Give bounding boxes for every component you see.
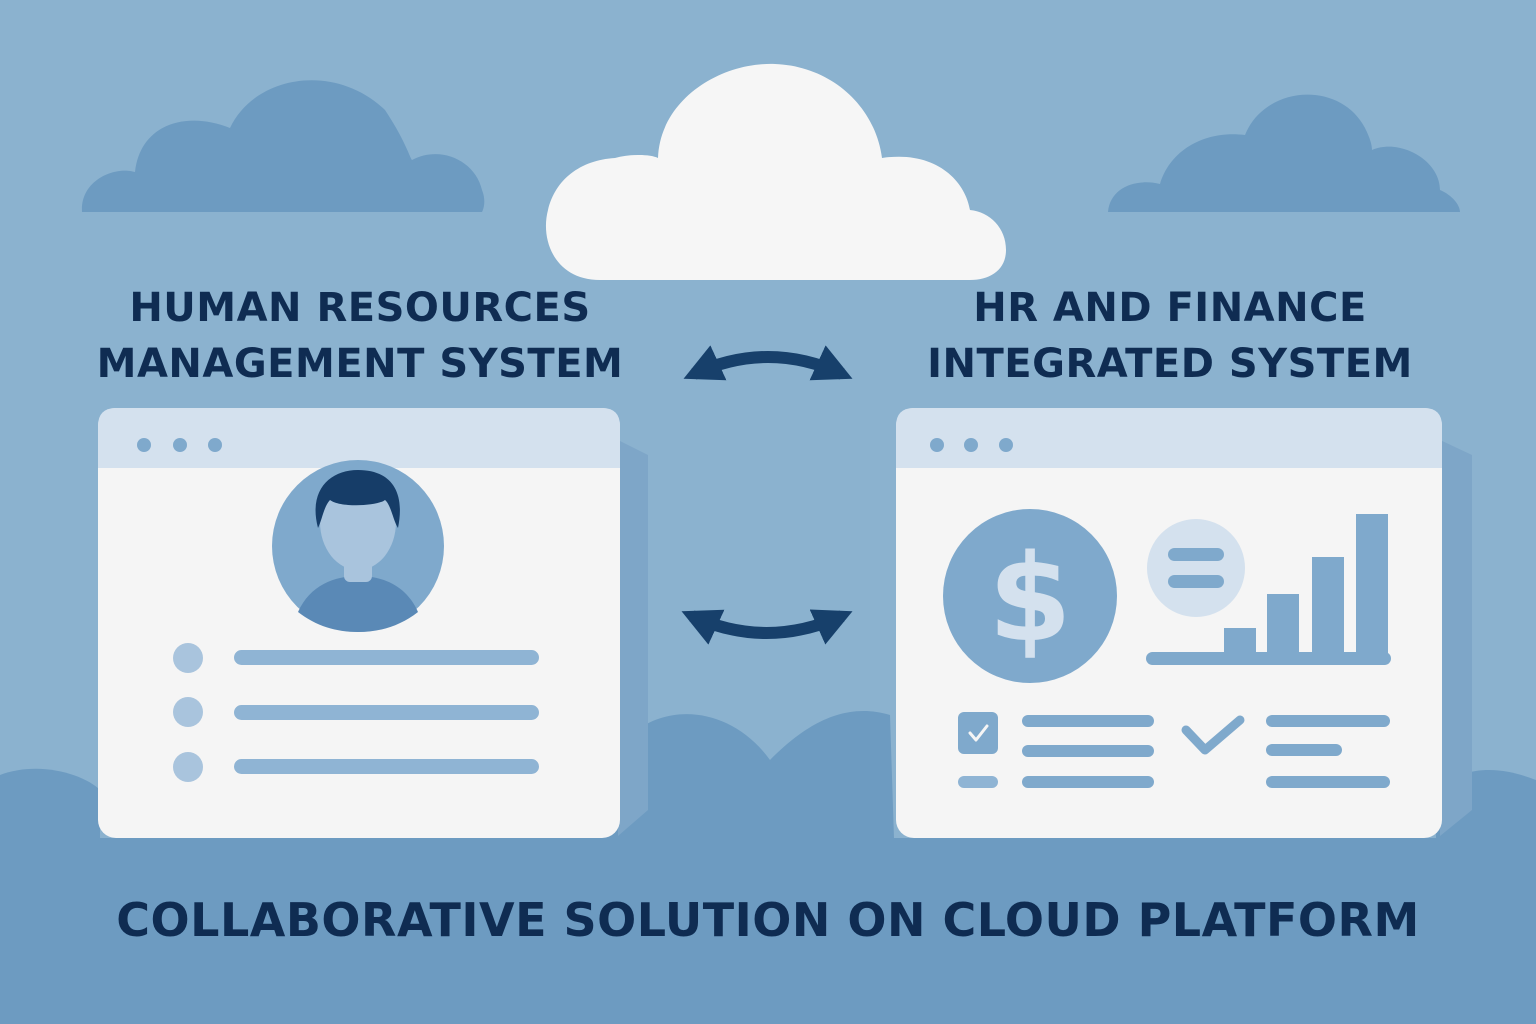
bar-chart-icon [1146,514,1391,665]
window-dot [173,438,187,452]
window-dot [208,438,222,452]
window-dot [137,438,151,452]
list-line [1022,745,1154,757]
title-line: HR AND FINANCE [973,285,1367,331]
window-dot [930,438,944,452]
hr-finance-window: $ [896,408,1472,838]
list-line [958,776,998,788]
user-avatar-icon [272,460,444,632]
hr-system-title: HUMAN RESOURCES MANAGEMENT SYSTEM [60,280,660,392]
window-title-bar [896,408,1442,468]
bidirectional-arrow-icon [681,609,853,645]
window-title-bar [98,408,620,468]
list-line [1266,776,1390,788]
list-line [1022,715,1154,727]
list-line [1266,744,1342,756]
title-line: HUMAN RESOURCES [129,285,591,331]
bidirectional-arrow-icon [683,345,853,381]
background-cloud-right [1108,94,1460,212]
window-dot [964,438,978,452]
background-hills [0,711,1536,1024]
hr-management-window [98,408,648,838]
background-cloud-left [81,80,485,212]
window-dot [999,438,1013,452]
dollar-icon: $ [943,509,1117,683]
footer-tagline: COLLABORATIVE SOLUTION ON CLOUD PLATFORM [116,893,1420,947]
list-line [1266,715,1390,727]
window-shadow [618,440,648,836]
hr-finance-system-title: HR AND FINANCE INTEGRATED SYSTEM [870,280,1470,392]
title-line: INTEGRATED SYSTEM [927,341,1413,387]
checkbox-checked-icon [958,712,998,754]
checkmark-icon [1181,715,1245,755]
cloud-platform-icon [545,63,1006,280]
list-line [1022,776,1154,788]
window-shadow [1440,440,1472,836]
list-bullet-icon [173,643,539,782]
svg-text:$: $ [988,530,1072,669]
title-line: MANAGEMENT SYSTEM [96,341,624,387]
menu-icon [1147,519,1245,617]
